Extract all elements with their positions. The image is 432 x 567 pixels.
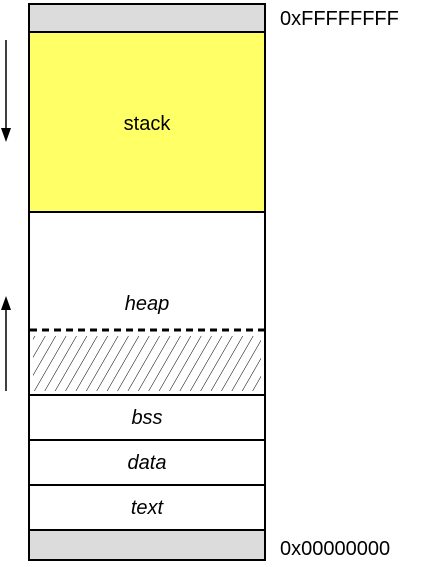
- bottom-reserved-region: [28, 529, 266, 561]
- top-reserved-region: [28, 3, 266, 33]
- heap-allocated-region: [33, 336, 261, 391]
- top-address-label: 0xFFFFFFFF: [280, 8, 399, 30]
- text-segment: [28, 484, 266, 531]
- heap-growth-arrow-icon: [1, 296, 11, 391]
- bss-label: bss: [131, 407, 162, 429]
- heap-label: heap: [125, 293, 170, 315]
- bottom-address-label: 0x00000000: [280, 538, 390, 560]
- stack-segment: [28, 31, 266, 213]
- data-segment: [28, 439, 266, 486]
- stack-growth-arrow-icon: [1, 40, 11, 142]
- stack-label: stack: [124, 113, 172, 135]
- data-label: data: [128, 452, 167, 474]
- text-label: text: [131, 497, 165, 519]
